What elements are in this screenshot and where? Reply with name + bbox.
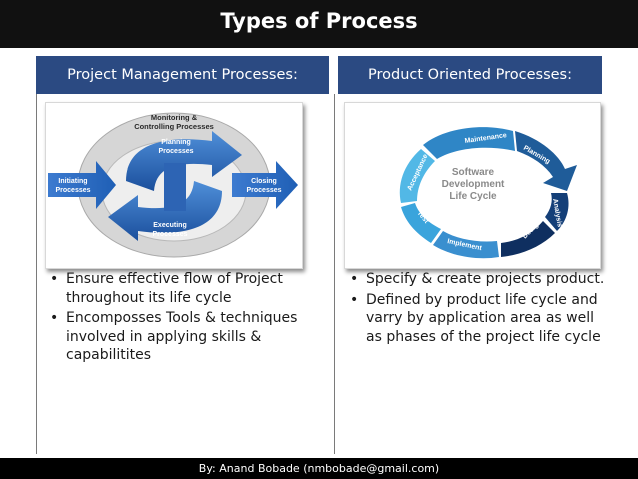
- segment-acceptance: [399, 149, 435, 203]
- planning-arrow: [126, 131, 242, 191]
- segment-implement: [433, 231, 499, 259]
- bullet-text: Specify & create projects product.: [366, 271, 605, 287]
- bullet-text: Encomposses Tools & techniques involved …: [66, 310, 298, 364]
- monitoring-label-2: Controlling Processes: [134, 122, 214, 131]
- closing-label-2: Processes: [246, 187, 281, 194]
- closing-arrow: [232, 161, 298, 209]
- monitoring-label-1: Monitoring &: [151, 113, 198, 122]
- bullet-dot: •: [50, 310, 59, 327]
- project-management-diagram: Monitoring & Controlling Processes Plann…: [45, 102, 303, 269]
- initiating-label-2: Processes: [55, 187, 90, 194]
- list-item: • Ensure effective flow of Project throug…: [50, 270, 312, 307]
- left-bullet-list: • Ensure effective flow of Project throug…: [50, 268, 312, 365]
- bullet-dot: •: [350, 271, 359, 287]
- list-item: • Encomposses Tools & techniques involved…: [50, 309, 312, 365]
- right-bullet-list: • Specify & create projects product. • Def…: [350, 268, 610, 346]
- segment-analysis: [545, 193, 569, 231]
- sdlc-cycle-graphic: Software Development Life Cycle Maintena…: [399, 127, 577, 259]
- sdlc-diagram: Software Development Life Cycle Maintena…: [344, 102, 601, 269]
- left-divider: [36, 94, 37, 454]
- closing-label-1: Closing: [251, 178, 277, 185]
- segment-maintenance: [423, 127, 515, 159]
- planning-label-1: Planning: [161, 139, 191, 146]
- bullet-dot: •: [50, 271, 59, 287]
- title-bar: Types of Process: [0, 0, 638, 48]
- phase-analysis: Analysis: [551, 198, 563, 228]
- segment-planning: [515, 131, 577, 191]
- planning-label-2: Processes: [158, 148, 193, 155]
- process-groups-graphic: Monitoring & Controlling Processes Plann…: [48, 112, 298, 258]
- list-item: • Defined by product life cycle and varry…: [350, 291, 610, 347]
- left-column-header: Project Management Processes:: [36, 56, 329, 94]
- bullet-dot: •: [350, 291, 359, 308]
- right-column-header: Product Oriented Processes:: [338, 56, 602, 94]
- initiating-label-1: Initiating: [58, 178, 87, 185]
- bullet-text: Ensure effective flow of Project through…: [66, 271, 283, 306]
- sdlc-center-label-3: Life Cycle: [449, 191, 497, 202]
- footer-credit: By: Anand Bobade (nmbobade@gmail.com): [0, 458, 638, 479]
- segment-test: [401, 203, 441, 243]
- segment-design: [501, 221, 555, 257]
- executing-label-1: Executing: [153, 222, 186, 229]
- bullet-text: Defined by product life cycle and varry …: [366, 291, 601, 345]
- sdlc-center-label-2: Development: [442, 179, 505, 190]
- initiating-arrow: [48, 161, 116, 209]
- executing-label-2: Processes: [152, 231, 187, 238]
- sdlc-center-label-1: Software: [452, 167, 495, 178]
- list-item: • Specify & create projects product.: [350, 270, 610, 289]
- right-divider: [334, 94, 335, 454]
- cycle-segments: [399, 127, 577, 259]
- slide-title: Types of Process: [220, 9, 418, 33]
